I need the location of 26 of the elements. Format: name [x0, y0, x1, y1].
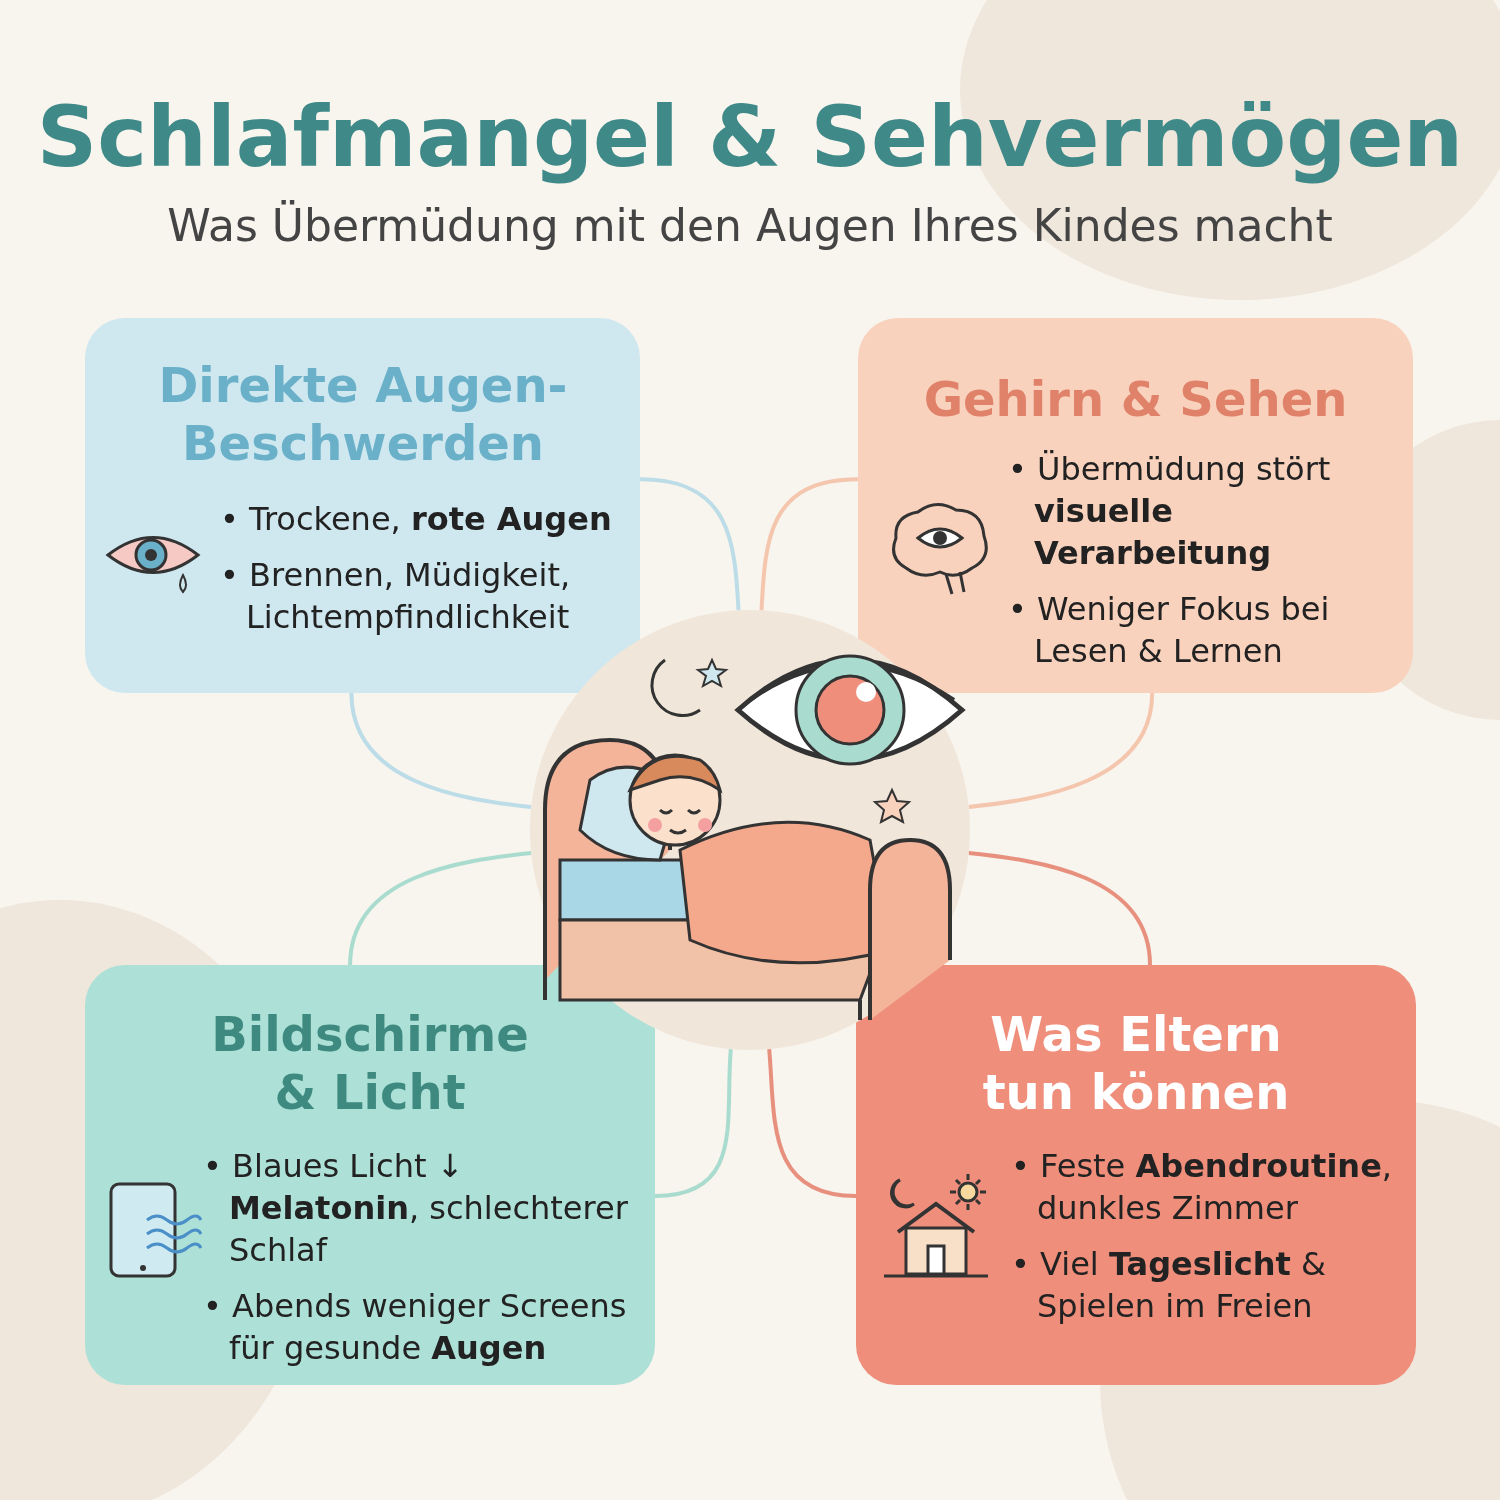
connector-line: [968, 692, 1155, 809]
bullet-point: • Brennen, Müdigkeit, Lichtempfindlichkeit: [220, 555, 572, 638]
connector-line: [759, 477, 859, 611]
bullet-point: • Feste Abendroutine, dunkles Zimmer: [1011, 1146, 1393, 1229]
title: Schlafmangel & Sehvermögen: [35, 88, 1465, 186]
info-card: [85, 965, 655, 1385]
bullet-point: • Übermüdung stört visuelle Verarbeitung: [1008, 449, 1332, 574]
card-heading: Direkte Augen-Beschwerden: [157, 356, 569, 472]
subtitle: Was Übermüdung mit den Augen Ihres Kindes macht: [166, 200, 1334, 251]
bullet-point: • Blaues Licht ↓ Melatonin, schlechterer Schlaf: [203, 1146, 629, 1271]
info-card: [858, 318, 1413, 693]
connector-line: [654, 1049, 733, 1198]
info-card: [85, 318, 640, 693]
bullet-point: • Abends weniger Screens für gesunde Augen: [203, 1286, 628, 1369]
card-heading: Gehirn & Sehen: [922, 370, 1349, 428]
connector-line: [348, 851, 532, 966]
bullet-point: • Weniger Fokus bei Lesen & Lernen: [1008, 589, 1331, 672]
bullet-point: • Trockene, rote Augen: [220, 499, 613, 540]
card-heading: Was Eltern tun können: [981, 1005, 1291, 1121]
info-card: [856, 965, 1416, 1385]
connector-line: [968, 851, 1152, 966]
connector-line: [767, 1049, 857, 1198]
connector-line: [639, 477, 741, 611]
card-heading: Bildschirme & Licht: [210, 1005, 530, 1121]
bullet-point: • Viel Tageslicht & Spielen im Freien: [1011, 1244, 1327, 1327]
connector-line: [349, 692, 532, 809]
